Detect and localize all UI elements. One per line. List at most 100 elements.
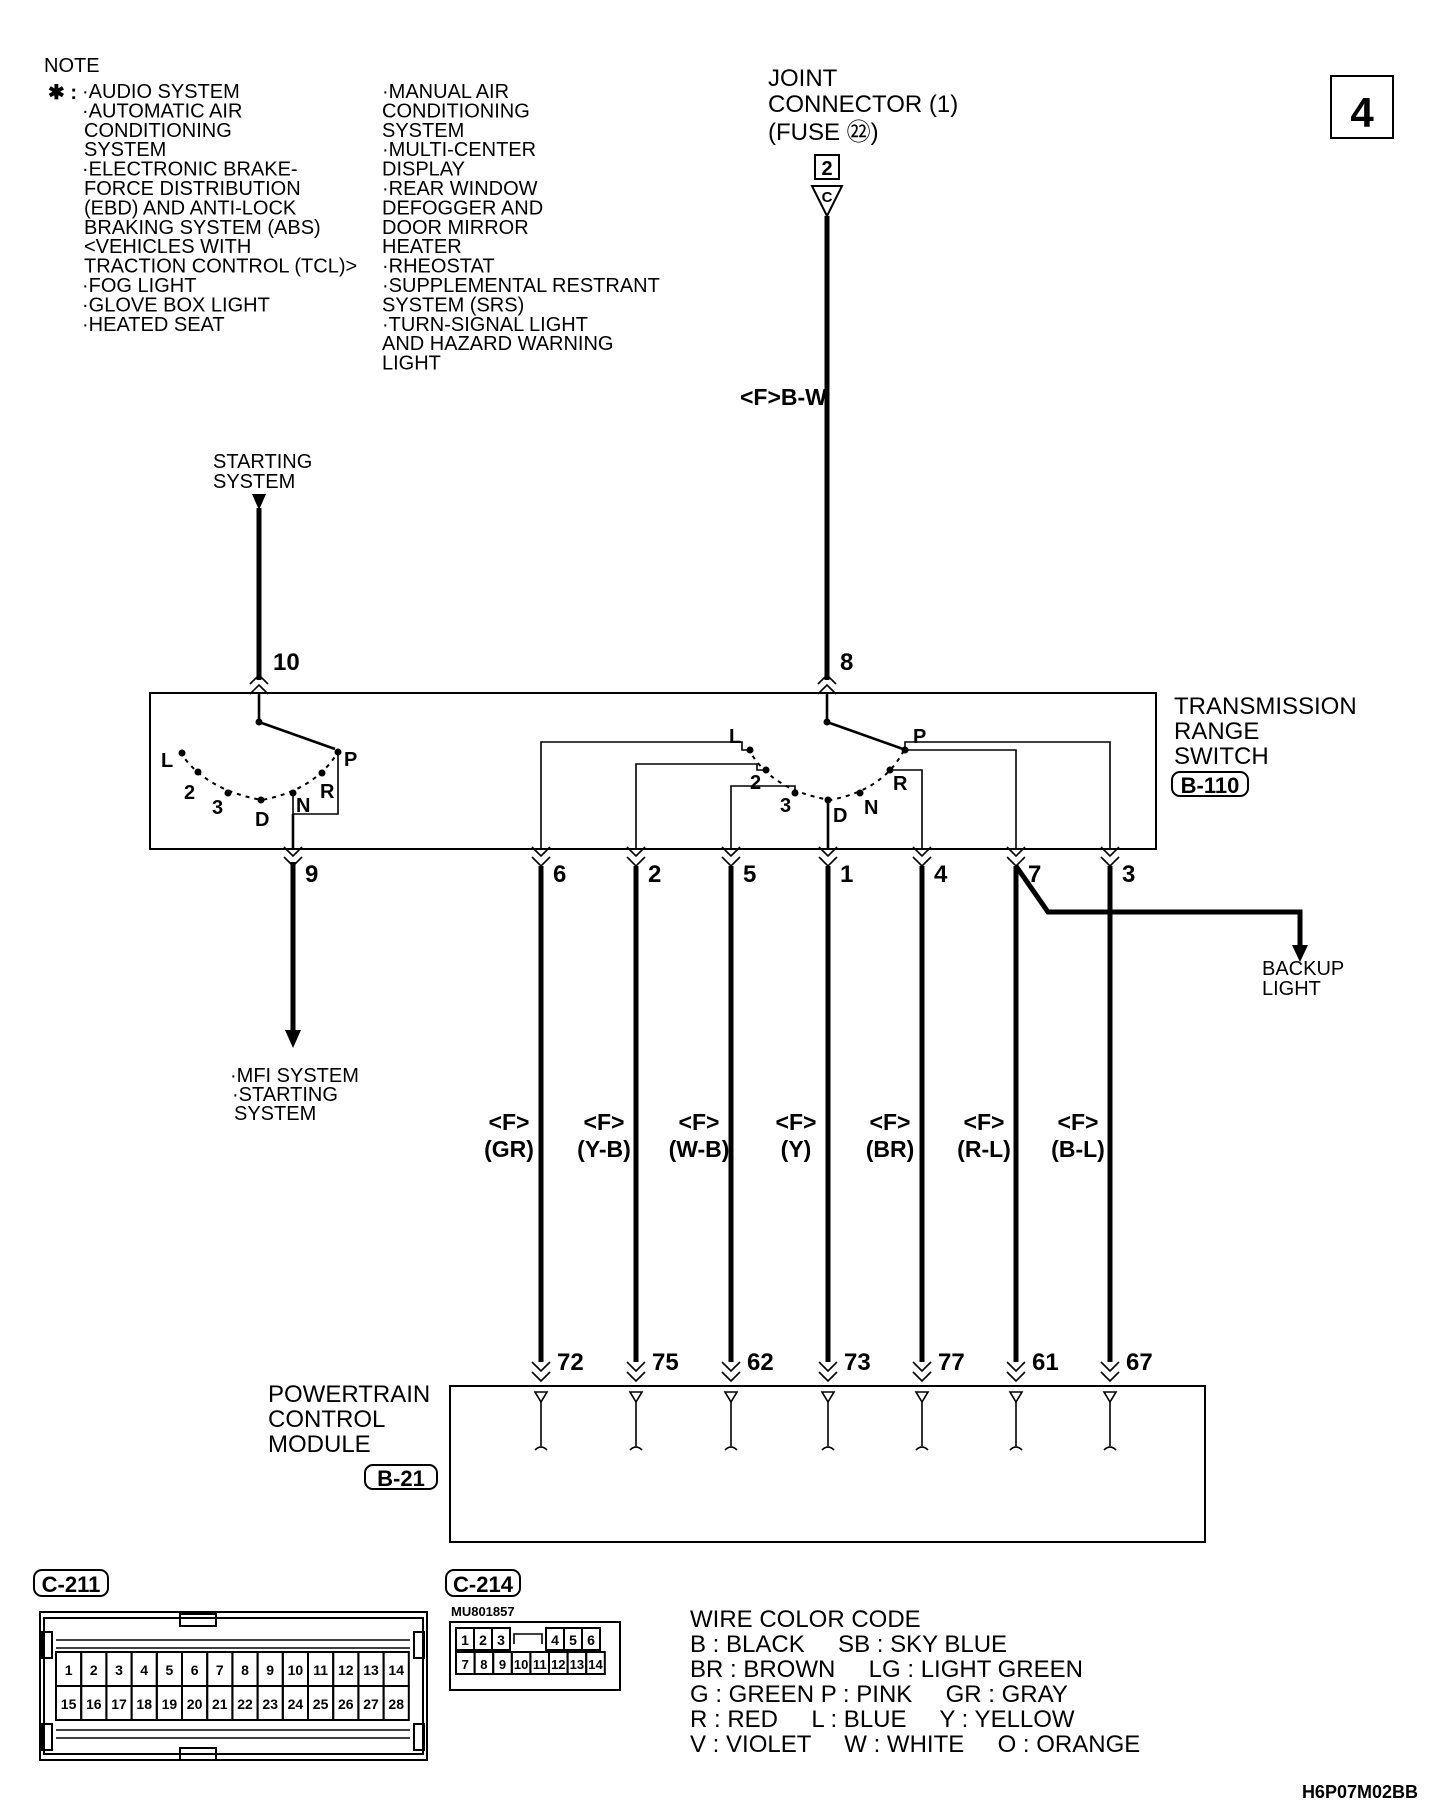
wire-label-bottom: (R-L) (957, 1136, 1011, 1162)
mfi-output: ·MFI SYSTEM ·STARTING SYSTEM (230, 862, 359, 1125)
pcm-terminal-icon (914, 1391, 930, 1404)
note-item: ·HEATED SEAT (82, 314, 225, 336)
c214-pin: 10 (514, 1657, 528, 1672)
left-pos-2: 2 (184, 782, 195, 804)
trs-bottom-pin: 4 (934, 861, 948, 888)
starting-system-line: SYSTEM (213, 471, 295, 493)
right-pos-N: N (864, 797, 878, 819)
note-item: LIGHT (382, 353, 441, 375)
c211-pin: 20 (187, 1696, 203, 1712)
left-pos-P: P (344, 749, 357, 771)
page-number-box: 4 (1330, 75, 1394, 139)
note-item: ·REAR WINDOW (382, 178, 538, 200)
wire-label-bottom: (W-B) (669, 1136, 730, 1162)
pcm-pin-number: 77 (938, 1349, 965, 1376)
c211-pin: 15 (61, 1696, 77, 1712)
wire-label-bottom: (BR) (866, 1136, 915, 1162)
pcm-terminal-line (1103, 1402, 1117, 1451)
right-pos-R: R (893, 773, 908, 795)
trs-pin-10: 10 (273, 649, 300, 676)
pcm-terminal-line (915, 1402, 929, 1451)
wire-label-b-w: <F>B-W (740, 384, 827, 410)
pcm-pin-number: 72 (557, 1349, 584, 1376)
mfi-line: SYSTEM (234, 1103, 316, 1125)
c211-pin: 9 (266, 1662, 274, 1678)
c211-pin: 2 (90, 1662, 98, 1678)
note-item: ·GLOVE BOX LIGHT (82, 294, 270, 316)
c211-pin: 28 (388, 1696, 404, 1712)
joint-connector: JOINT CONNECTOR (1) (FUSE ㉒) 2 C <F>B-W (740, 65, 958, 680)
c211-pin: 11 (313, 1662, 328, 1678)
c211-pin: 4 (140, 1662, 148, 1678)
c211-pin: 18 (136, 1696, 152, 1712)
note-item: AND HAZARD WARNING (382, 333, 613, 355)
backup-arrow-icon (1292, 945, 1308, 962)
starting-system: STARTING SYSTEM (213, 451, 312, 680)
c211-pin: 8 (241, 1662, 249, 1678)
trs-label-line: RANGE (1174, 718, 1259, 745)
powertrain-control-module: POWERTRAIN CONTROL MODULE B-21 (268, 1381, 1206, 1543)
trs-bottom-pin: 9 (305, 861, 318, 888)
pcm-chevron-icon (912, 1361, 932, 1383)
left-pos-R: R (320, 781, 335, 803)
c211-pin: 5 (166, 1662, 174, 1678)
joint-arrow-letter: C (822, 189, 833, 206)
c211-pin: 7 (216, 1662, 224, 1678)
note-item: TRACTION CONTROL (TCL)> (84, 256, 357, 278)
pcm-chevron-icon (1100, 1361, 1120, 1383)
joint-connector-line: CONNECTOR (1) (768, 91, 958, 118)
wire-color-code-line: B : BLACK SB : SKY BLUE (690, 1631, 1007, 1658)
pcm-chevron-icon (626, 1361, 646, 1383)
left-pos-D: D (255, 809, 269, 831)
wire-color-code-line: V : VIOLET W : WHITE O : ORANGE (690, 1731, 1140, 1758)
c211-pin: 12 (338, 1662, 354, 1678)
pcm-pin-number: 73 (844, 1349, 871, 1376)
trs-bottom-pin: 3 (1122, 861, 1135, 888)
pcm-terminal-line (724, 1402, 738, 1451)
c214-cell (491, 1627, 511, 1651)
c211-pin: 25 (313, 1696, 329, 1712)
note-item: BRAKING SYSTEM (ABS) (84, 217, 321, 239)
mfi-arrow-icon (285, 1030, 301, 1048)
c211-pin: 13 (363, 1662, 379, 1678)
wire-label-top: <F> (776, 1109, 817, 1135)
note-block: NOTE ✱ : ·AUDIO SYSTEM·AUTOMATIC AIRCOND… (44, 55, 660, 375)
joint-pin-box (814, 154, 840, 180)
note-item: <VEHICLES WITH (84, 236, 251, 258)
c214-key-icon (513, 1633, 543, 1644)
c211-pin: 21 (212, 1696, 228, 1712)
pcm-terminal-line (629, 1402, 643, 1451)
note-item: DOOR MIRROR (382, 217, 529, 239)
left-switch: L 2 3 D N R P (161, 694, 357, 848)
c211-pin: 3 (115, 1662, 123, 1678)
left-pos-L: L (161, 750, 173, 772)
c214-pin: 8 (480, 1657, 487, 1672)
pcm-terminal-line (821, 1402, 835, 1451)
wire-label-top: <F> (870, 1109, 911, 1135)
joint-arrow-icon (810, 185, 844, 219)
note-item: ·TURN-SIGNAL LIGHT (382, 314, 588, 336)
c211-pin: 23 (262, 1696, 278, 1712)
trs-label-line: SWITCH (1174, 743, 1269, 770)
pcm-label-line: POWERTRAIN (268, 1381, 430, 1408)
starting-system-line: STARTING (213, 451, 312, 473)
wire-color-code-line: R : RED L : BLUE Y : YELLOW (690, 1706, 1075, 1733)
mfi-line: ·STARTING (232, 1084, 338, 1106)
c214-cell (585, 1651, 606, 1675)
pcm-terminal-icon (533, 1391, 549, 1404)
backup-light: BACKUP LIGHT (1013, 864, 1344, 1000)
note-item: ·AUTOMATIC AIR (82, 100, 242, 122)
pcm-pin-number: 62 (747, 1349, 774, 1376)
c214-pin: 14 (588, 1657, 603, 1672)
pcm-terminal-line (1009, 1402, 1023, 1451)
wire-label-top: <F> (1058, 1109, 1099, 1135)
c214-pin: 5 (569, 1632, 577, 1648)
note-title: NOTE (44, 55, 100, 77)
backup-light-line: LIGHT (1262, 978, 1321, 1000)
pcm-pins (533, 1391, 1118, 1451)
trs-bottom-pin: 2 (648, 861, 661, 888)
